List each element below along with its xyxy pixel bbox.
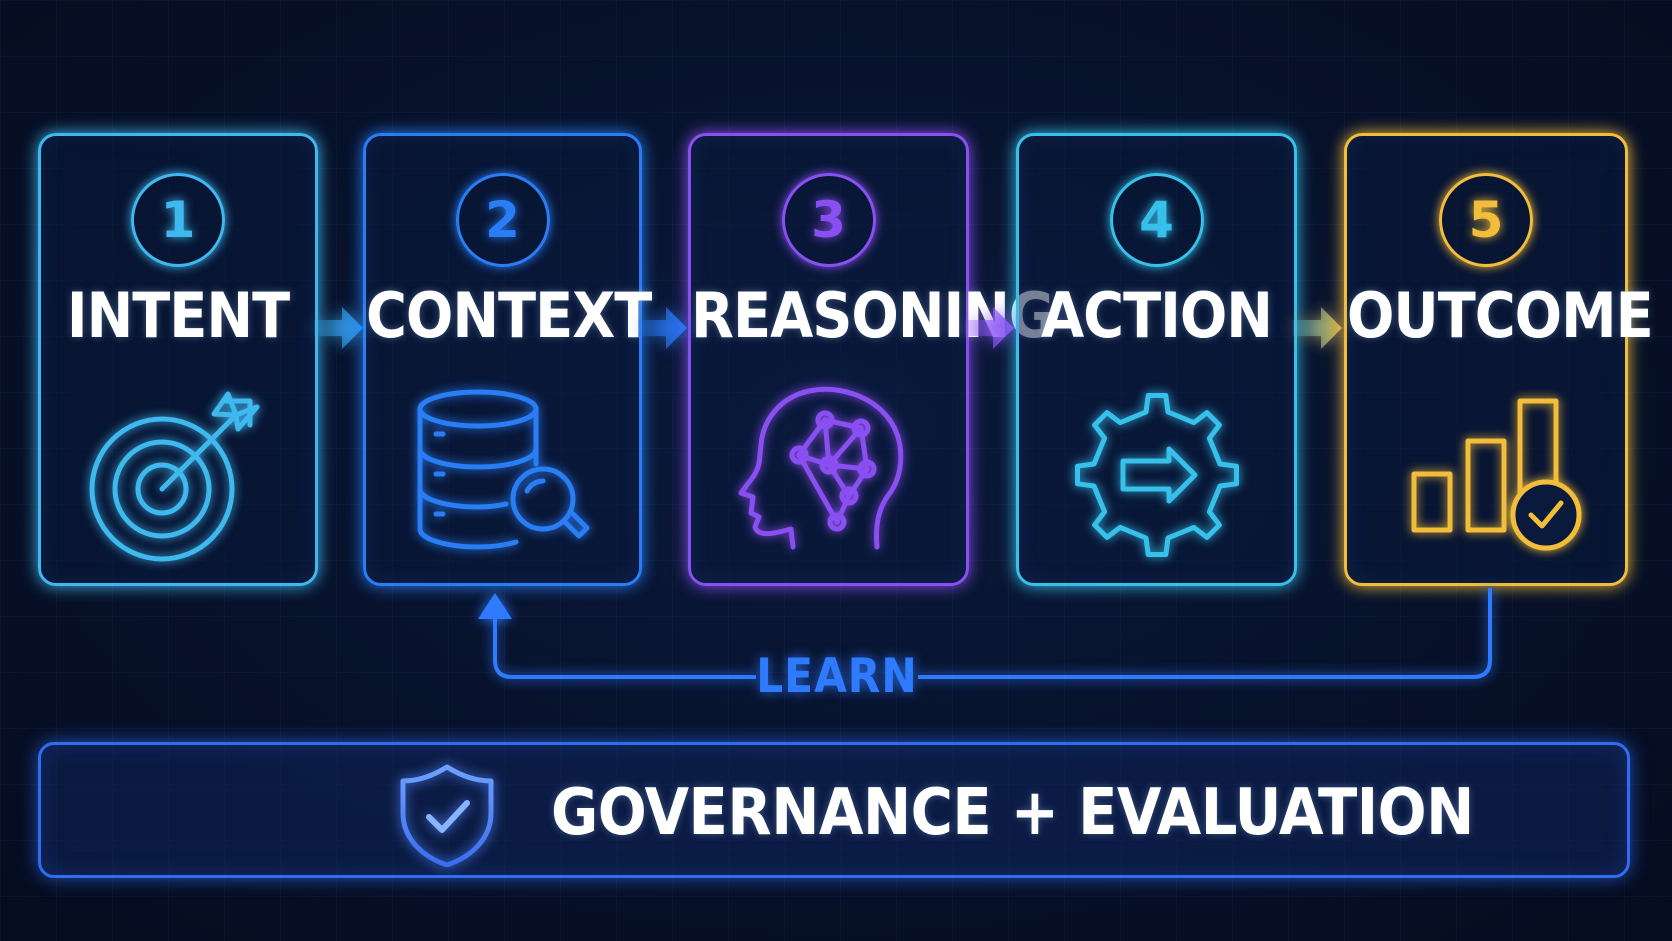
step-title: ACTION [1041,279,1273,352]
database-search-icon [403,379,603,569]
flow-arrow-icon [1293,305,1343,351]
flow-arrow-icon [965,305,1015,351]
gear-arrow-icon [1057,379,1257,569]
flow-arrow-icon [314,305,364,351]
learn-label: LEARN [756,649,918,704]
gear-outline [1074,393,1239,557]
step-number-badge: 2 [455,173,550,267]
step-number-badge: 3 [781,173,876,267]
step-title: CONTEXT [366,279,652,352]
step-title: REASONING [691,279,1055,352]
step-number-badge: 1 [131,173,225,267]
governance-label: GOVERNANCE + EVALUATION [551,776,1474,850]
step-title: INTENT [66,279,290,352]
bar-chart-check-icon [1386,379,1586,569]
step-number-badge: 5 [1439,173,1533,267]
brain-network-icon [729,379,929,569]
step-number-badge: 4 [1109,173,1204,267]
step-card-action: 4 ACTION [1016,133,1297,586]
step-card-context: 2 CONTEXT [363,133,652,586]
governance-bar: GOVERNANCE + EVALUATION [38,742,1630,878]
flow-arrow-icon [638,305,688,351]
step-title: OUTCOME [1347,279,1654,352]
step-card-reasoning: 3 REASONING [688,133,1055,586]
step-card-outcome: 5 OUTCOME [1344,133,1654,586]
shield-check-icon [399,763,495,868]
target-icon [78,379,278,569]
step-card-intent: 1 INTENT [38,133,318,586]
